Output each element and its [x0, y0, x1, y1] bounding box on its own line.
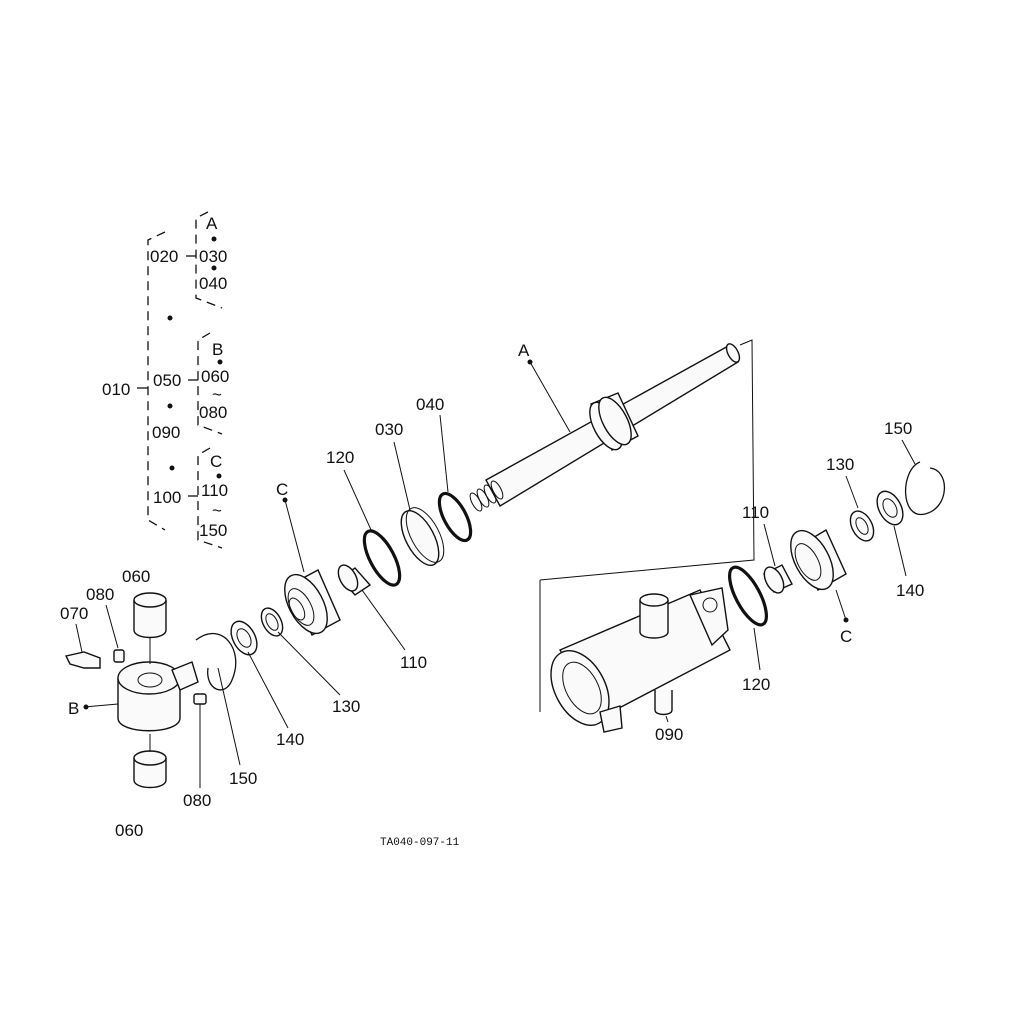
tree-child-080: 080	[199, 403, 227, 422]
wear-ring-030	[400, 507, 445, 566]
snap-ring-150-right	[904, 461, 946, 515]
tree-marker-b: B	[212, 340, 223, 359]
diagram-code: TA040-097-11	[380, 837, 460, 849]
parts-hierarchy-tree: 010 020 A 030 040 050 B 060 ~ 080 090 10…	[102, 211, 229, 549]
callout-150-right: 150	[884, 419, 912, 438]
callout-140-right: 140	[896, 581, 924, 600]
callout-080-bottom: 080	[183, 791, 211, 810]
tree-child-150: 150	[199, 521, 227, 540]
callout-090: 090	[655, 725, 683, 744]
tree-group-090: 090	[152, 423, 180, 442]
tree-range-sign-b: ~	[212, 385, 222, 404]
tree-group-050: 050	[153, 371, 181, 390]
callout-c-left: C	[276, 480, 288, 499]
piston-rod-a	[469, 339, 755, 712]
o-ring-120-right	[728, 565, 768, 627]
tree-marker-c: C	[210, 452, 222, 471]
tree-group-020: 020	[150, 247, 178, 266]
gland-c-left	[284, 569, 341, 636]
callout-080-top: 080	[86, 585, 114, 604]
bushing-110-left	[337, 564, 372, 596]
tree-root-label: 010	[102, 380, 130, 399]
tree-marker-a: A	[206, 214, 218, 233]
callout-130-right: 130	[826, 455, 854, 474]
clevis-b	[117, 661, 199, 732]
set-screw-080-bottom	[193, 693, 207, 705]
callout-070: 070	[60, 604, 88, 623]
set-screw-080-top	[113, 649, 125, 663]
bushing-060-bottom	[133, 750, 167, 789]
callout-120-right: 120	[742, 675, 770, 694]
callout-150-left: 150	[229, 769, 257, 788]
callout-060-bottom: 060	[115, 821, 143, 840]
grease-fitting-070	[64, 651, 101, 669]
tree-child-060: 060	[201, 367, 229, 386]
callout-060-top: 060	[122, 567, 150, 586]
callout-a: A	[518, 341, 530, 360]
tree-group-100: 100	[153, 488, 181, 507]
tree-range-sign-c: ~	[212, 501, 222, 520]
callout-030: 030	[375, 420, 403, 439]
callout-120-left: 120	[326, 448, 354, 467]
tree-child-040: 040	[199, 274, 227, 293]
wiper-140-right	[876, 490, 904, 526]
o-ring-120-left	[362, 529, 402, 587]
seal-ring-040	[437, 491, 473, 543]
bushing-060-top	[133, 592, 167, 639]
bushing-110-right	[763, 564, 793, 594]
callout-110-right: 110	[742, 503, 769, 522]
wiper-140-left	[230, 620, 258, 656]
callout-130-left: 130	[332, 697, 360, 716]
callout-b: B	[68, 699, 79, 718]
callout-040: 040	[416, 395, 444, 414]
callout-140-left: 140	[276, 730, 304, 749]
tree-child-110: 110	[201, 481, 228, 500]
callout-110-left: 110	[400, 653, 427, 672]
gland-c-right	[790, 528, 847, 591]
seal-130-left	[260, 607, 284, 637]
snap-ring-150-left	[195, 633, 237, 691]
seal-130-right	[849, 510, 875, 542]
callout-c-right: C	[840, 627, 852, 646]
cylinder-tube-090	[550, 587, 731, 733]
tree-child-030: 030	[199, 247, 227, 266]
